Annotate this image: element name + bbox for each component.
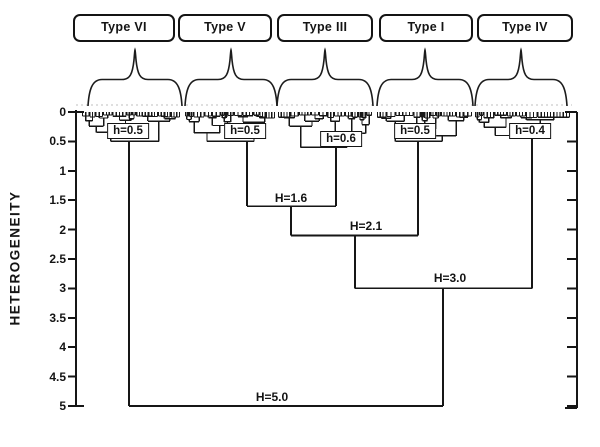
cluster-height-annotation: h=0.4 [509,123,551,139]
y-tick-label: 1 [59,164,66,178]
cluster-height-annotation: h=0.5 [394,123,436,139]
linkage-height-annotation: H=3.0 [433,271,467,285]
cluster-brace [87,47,568,107]
linkage-height-annotation: H=1.6 [274,191,308,205]
type-label-box: Type VI [73,14,175,42]
cluster-height-annotation: h=0.5 [107,123,149,139]
linkage-lines [128,135,533,407]
y-tick-label: 2 [59,223,66,237]
y-tick-label: 0.5 [49,134,66,148]
y-tick-label: 1.5 [49,193,66,207]
linkage-height-annotation: H=2.1 [349,219,383,233]
cluster-height-annotation: h=0.5 [224,123,266,139]
y-axis-right [565,111,578,409]
type-label-box: Type III [277,14,373,42]
y-axis-left [68,110,84,407]
type-label-box: Type I [379,14,473,42]
type-label-box: Type V [178,14,272,42]
y-tick-label: 3.5 [49,311,66,325]
y-tick-label: 4.5 [49,370,66,384]
y-axis-title: HETEROGENEITY [7,190,23,326]
cluster-height-annotation: h=0.6 [320,131,362,147]
y-tick-label: 0 [59,105,66,119]
y-tick-label: 5 [59,399,66,413]
linkage-height-annotation: H=5.0 [255,390,289,404]
y-tick-label: 2.5 [49,252,66,266]
type-label-box: Type IV [477,14,573,42]
y-tick-label: 3 [59,281,66,295]
y-tick-label: 4 [59,340,66,354]
